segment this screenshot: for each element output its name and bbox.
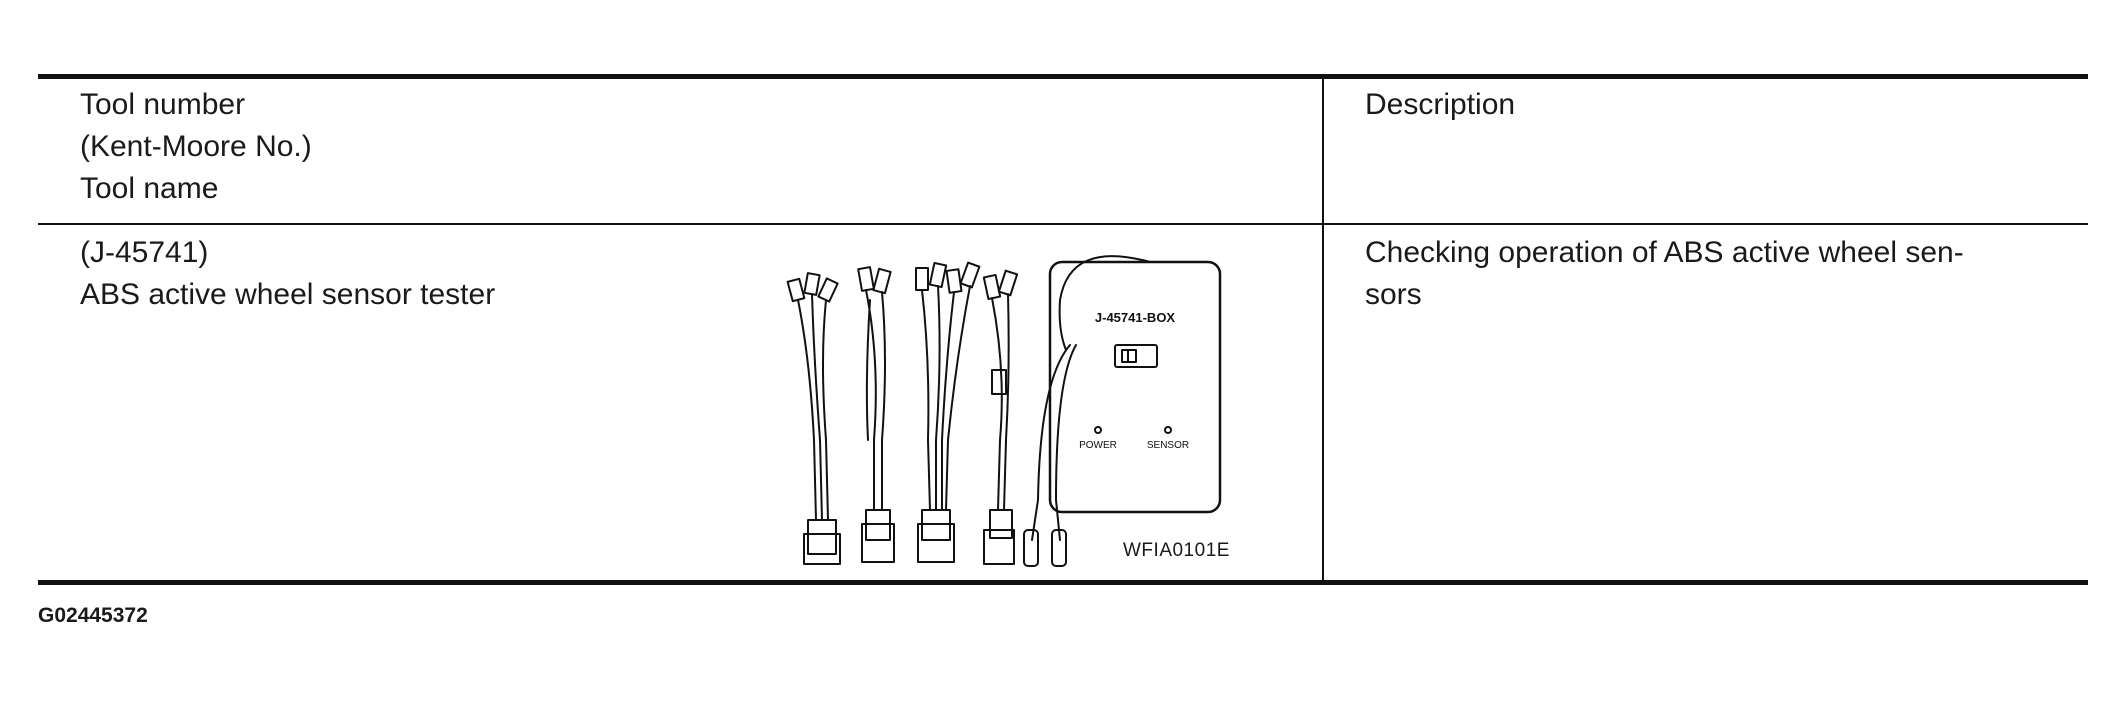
box-switch	[1114, 344, 1158, 368]
header-description: Description	[1365, 88, 1516, 121]
row-tool-number: (J-45741)	[80, 236, 209, 269]
row-tool-name: ABS active wheel sensor tester	[80, 278, 496, 311]
table-header-divider	[38, 223, 2088, 225]
harness-4	[982, 269, 1019, 565]
sensor-tester-illustration: J-45741-BOX POWER SENSOR	[786, 255, 1222, 567]
row-description-line-1: Checking operation of ABS active wheel s…	[1365, 236, 1964, 269]
row-tool-cell: (J-45741) ABS active wheel sensor tester	[80, 232, 495, 316]
header-tool-column: Tool number (Kent-Moore No.) Tool name	[80, 84, 312, 210]
sensor-indicator-label: SENSOR	[1147, 440, 1189, 451]
document-id: G02445372	[38, 604, 148, 627]
harness-1	[786, 272, 841, 565]
table-column-divider	[1322, 79, 1324, 582]
test-leads	[1023, 344, 1077, 567]
header-kent-moore-number: (Kent-Moore No.)	[80, 130, 312, 163]
table-top-rule	[38, 74, 2088, 79]
sensor-indicator	[1164, 426, 1172, 434]
header-tool-number: Tool number	[80, 88, 246, 121]
power-indicator	[1094, 426, 1102, 434]
box-label: J-45741-BOX	[1095, 310, 1176, 325]
row-description-line-2: sors	[1365, 278, 1422, 311]
row-description: Checking operation of ABS active wheel s…	[1365, 232, 2065, 316]
tester-box: J-45741-BOX POWER SENSOR	[1048, 260, 1222, 514]
harness-2	[857, 266, 895, 563]
tester-box-cable	[1058, 255, 1151, 351]
figure-code: WFIA0101E	[1123, 540, 1230, 561]
harness-3	[915, 261, 981, 563]
table-bottom-rule	[38, 580, 2088, 585]
header-tool-name: Tool name	[80, 172, 219, 205]
power-indicator-label: POWER	[1079, 440, 1117, 451]
